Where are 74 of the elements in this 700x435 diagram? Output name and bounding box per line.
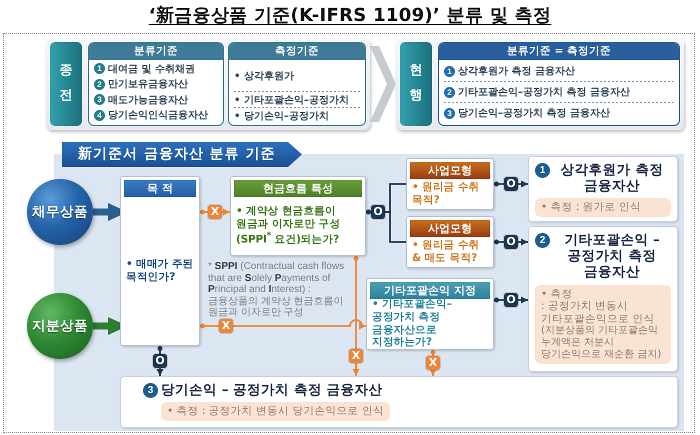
column-header: 분류기준 = 측정기준 <box>439 43 679 60</box>
number-badge: 1 <box>535 163 550 178</box>
number-badge: 2 <box>94 78 105 90</box>
edge-label: O <box>504 177 518 191</box>
list-item: 대여금 및 수취채권 <box>108 62 195 76</box>
number-badge: 2 <box>535 233 550 248</box>
card-header: 사업모형 <box>410 220 490 237</box>
note-text: • 측정 : 원가로 인식 <box>541 201 642 214</box>
side-tab: 현행 <box>400 42 432 126</box>
list-card <box>88 42 224 126</box>
list-item: 만기보유금융자산 <box>108 78 188 92</box>
list-item: 매도가능금융자산 <box>108 94 188 107</box>
connector-line <box>366 210 406 243</box>
list-item: • 기타포괄손익–공정가치 <box>234 94 349 106</box>
footnote: *SPPI (Contractual cash flows that are Solely Payments of Principal and Interest) : 금융상품의 계약상 현금흐름이 원금과 이자로만 구성 <box>208 261 346 318</box>
number-badge: 3 <box>143 383 158 398</box>
list-item: 당기손익–공정가치 측정 금융자산 <box>458 107 610 120</box>
stage-panel <box>396 38 684 130</box>
edge-label: X <box>426 356 440 370</box>
chevron-arrow <box>370 46 396 122</box>
note-text: • 측정 <box>541 288 574 300</box>
arrow <box>352 256 360 376</box>
result-box <box>528 156 678 222</box>
number-badge: 1 <box>94 63 105 74</box>
question-card <box>120 176 200 346</box>
list-card <box>228 42 366 126</box>
question-card <box>366 278 494 350</box>
question-text: • 매매가 주된 목적인가? <box>126 258 194 284</box>
list-item: 기타포괄손익–공정가치 측정 금융자산 <box>458 86 630 99</box>
question-card <box>230 176 366 256</box>
result-box <box>528 226 678 372</box>
edge-label: O <box>504 293 518 307</box>
edge-label: O <box>504 235 518 249</box>
question-card <box>406 216 494 268</box>
result-box <box>120 376 678 428</box>
question-text: • 계약상 현금흐름이 원금과 이자로만 구성(SPPI$^{*}$ 요건)되는가? <box>236 205 342 246</box>
question-text: • 원리금 수취 & 매도 목적? <box>412 238 480 264</box>
list-card <box>438 42 680 126</box>
edge-label: O <box>153 354 167 368</box>
side-tab: 종전 <box>50 42 82 126</box>
arrow <box>200 319 366 330</box>
note-text: (지분상품의 기타포괄손익 누계액은 처분시 당기손익으로 재순환 금지) <box>541 325 662 362</box>
card-header: 현금흐름 특성 <box>234 180 362 197</box>
number-badge: 1 <box>444 66 455 76</box>
edge-label: X <box>349 349 363 363</box>
list-item: • 당기손익–공정가치 <box>234 110 329 122</box>
number-badge: 3 <box>444 108 455 118</box>
number-badge: 3 <box>94 94 105 106</box>
number-badge: 2 <box>444 86 455 98</box>
category-circle: 채무상품 <box>27 179 93 245</box>
card-header: 사업모형 <box>410 162 490 179</box>
edge-label: X <box>208 205 222 219</box>
list-item: 상각후원가 측정 금융자산 <box>458 65 575 78</box>
column-header: 분류기준 <box>89 43 223 60</box>
card-header: 목 적 <box>124 180 196 197</box>
card-header: 기타포괄손익 지정 <box>370 282 490 299</box>
number-badge: 4 <box>94 110 105 121</box>
question-text: • 원리금 수취 목적? <box>412 180 480 206</box>
result-title: 기타포괄손익 – 공정가치 측정 금융자산 <box>563 232 661 281</box>
stage-panel <box>46 38 370 130</box>
list-item: 당기손익인식금융자산 <box>108 109 208 122</box>
question-card <box>406 158 494 210</box>
list-item: • 상각후원가 <box>234 70 294 83</box>
category-circle: 지분상품 <box>27 293 93 359</box>
edge-label: X <box>219 319 233 333</box>
result-title: 상각후원가 측정 금융자산 <box>560 162 664 194</box>
title: ‘新금융상품 기준(K-IFRS 1109)’ 분류 및 측정 <box>148 4 552 27</box>
result-title: 당기손익 – 공정가치 측정 금융자산 <box>161 382 383 398</box>
banner-heading: 新기준서 금융자산 분류 기준 <box>62 142 302 167</box>
column-header: 측정기준 <box>229 43 365 60</box>
edge-label: O <box>371 205 385 219</box>
note-text: : 공정가치 변동시 기타포괄손익으로 인식 <box>541 300 656 325</box>
question-text: • 기타포괄손익–공정가치 측정 금융자산으로 지정하는가? <box>372 298 453 350</box>
note-text: • 측정 : 공정가치 변동시 당기손익으로 인식 <box>167 405 384 418</box>
